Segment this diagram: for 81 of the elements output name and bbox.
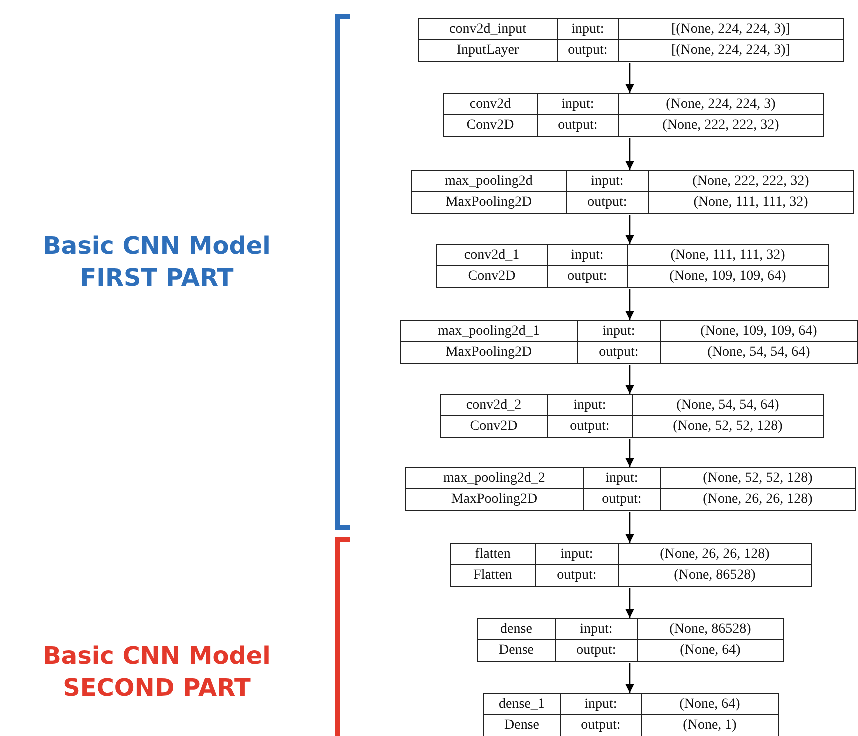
arrow <box>625 63 635 93</box>
layer-name: conv2d <box>444 94 538 115</box>
arrow <box>625 663 635 693</box>
arrow <box>625 138 635 170</box>
shape-value: (None, 52, 52, 128) <box>672 418 784 436</box>
layer-type: Dense <box>478 640 556 661</box>
port-label: output: <box>558 40 619 61</box>
port-label: output: <box>548 266 628 287</box>
shape-value: (None, 86528) <box>673 567 757 585</box>
arrow <box>625 215 635 244</box>
port-label: input: <box>548 395 633 416</box>
shape-value: (None, 224, 224, 3) <box>619 94 823 115</box>
shape-value: (None, 1) <box>682 717 738 735</box>
layer-box <box>477 618 784 662</box>
layer-box <box>400 320 858 364</box>
port-label: output: <box>584 489 661 510</box>
layer-name: max_pooling2d_2 <box>406 468 584 489</box>
shape-value: (None, 64) <box>679 642 742 660</box>
layer-name: max_pooling2d_1 <box>401 321 578 342</box>
shape-value: (None, 26, 26, 128) <box>619 544 811 565</box>
shape-value: (None, 86528) <box>638 619 783 640</box>
layer-box <box>440 394 824 438</box>
arrow <box>625 512 635 543</box>
shape-value: [(None, 224, 224, 3)] <box>670 42 792 60</box>
arrow <box>625 365 635 394</box>
port-label: input: <box>584 468 661 489</box>
port-label: output: <box>536 565 619 586</box>
shape-value: (None, 109, 109, 64) <box>668 268 788 286</box>
arrow <box>625 588 635 618</box>
port-label: input: <box>578 321 661 342</box>
port-label: output: <box>567 192 649 213</box>
layer-name: max_pooling2d <box>412 171 567 192</box>
layer-box <box>405 467 856 511</box>
arrow <box>625 289 635 320</box>
layer-type: MaxPooling2D <box>401 342 578 363</box>
shape-value: (None, 222, 222, 32) <box>649 171 853 192</box>
layer-name: conv2d_1 <box>437 245 548 266</box>
shape-value: (None, 54, 54, 64) <box>706 344 812 362</box>
port-label: input: <box>558 19 619 40</box>
section-label: Basic CNN Model SECOND PART <box>42 641 272 704</box>
shape-value: (None, 222, 222, 32) <box>662 117 780 135</box>
port-label: output: <box>548 416 633 437</box>
layer-type: Flatten <box>451 565 536 586</box>
port-label: input: <box>548 245 628 266</box>
layer-type: Conv2D <box>437 266 548 287</box>
port-label: input: <box>538 94 619 115</box>
layer-name: conv2d_2 <box>441 395 548 416</box>
layer-type: MaxPooling2D <box>406 489 584 510</box>
shape-value: (None, 64) <box>642 694 778 715</box>
shape-value: (None, 54, 54, 64) <box>633 395 823 416</box>
layer-name: dense_1 <box>484 694 561 715</box>
layer-box <box>450 543 812 587</box>
port-label: input: <box>561 694 642 715</box>
layer-name: dense <box>478 619 556 640</box>
layer-box <box>411 170 854 214</box>
layer-type: InputLayer <box>419 40 558 61</box>
port-label: output: <box>561 715 642 736</box>
shape-value: [(None, 224, 224, 3)] <box>619 19 843 40</box>
layer-box <box>483 693 779 736</box>
shape-value: (None, 111, 111, 32) <box>692 194 810 212</box>
layer-type: Conv2D <box>441 416 548 437</box>
shape-value: (None, 52, 52, 128) <box>661 468 855 489</box>
port-label: input: <box>536 544 619 565</box>
layer-name: conv2d_input <box>419 19 558 40</box>
shape-value: (None, 109, 109, 64) <box>661 321 857 342</box>
port-label: input: <box>567 171 649 192</box>
layer-name: flatten <box>451 544 536 565</box>
layer-type: Dense <box>484 715 561 736</box>
arrow <box>625 439 635 467</box>
shape-value: (None, 111, 111, 32) <box>628 245 828 266</box>
section-label: Basic CNN Model FIRST PART <box>42 231 272 294</box>
layer-box <box>418 18 844 62</box>
port-label: output: <box>556 640 638 661</box>
layer-box <box>436 244 829 288</box>
port-label: input: <box>556 619 638 640</box>
layer-box <box>443 93 824 137</box>
port-label: output: <box>538 115 619 136</box>
shape-value: (None, 26, 26, 128) <box>702 491 814 509</box>
layer-type: MaxPooling2D <box>412 192 567 213</box>
port-label: output: <box>578 342 661 363</box>
layer-type: Conv2D <box>444 115 538 136</box>
